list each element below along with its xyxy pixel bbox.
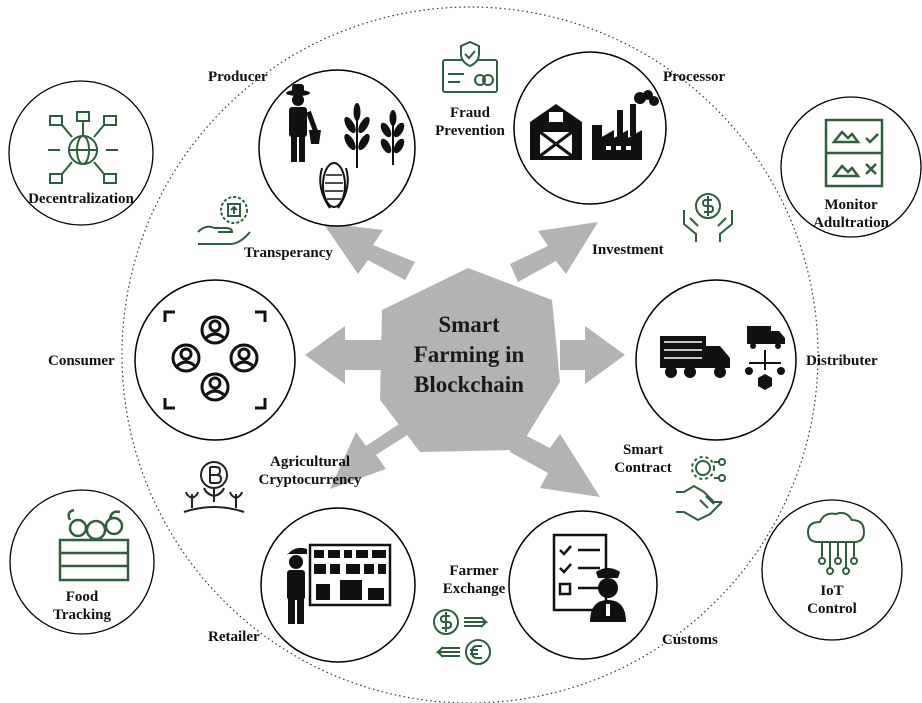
officer-icon xyxy=(590,568,626,622)
factory-icon xyxy=(592,90,659,160)
customs-label: Customs xyxy=(662,632,718,648)
agricultural-crypto-label: Agricultural Cryptocurrency xyxy=(248,453,372,489)
monitor-adulteration-label: Monitor Adultration xyxy=(801,196,901,232)
producer-label: Producer xyxy=(208,69,268,85)
center-title-line2: Farming in xyxy=(413,342,525,367)
processor-circle xyxy=(513,51,667,205)
smart-contract-icon xyxy=(676,456,726,522)
agricultural-crypto-line1: Agricultural xyxy=(270,454,350,470)
retailer-circle xyxy=(260,507,416,663)
retailer-label: Retailer xyxy=(208,629,260,645)
smart-contract-label: Smart Contract xyxy=(604,441,682,477)
distributer-label: Distributer xyxy=(806,353,878,369)
investment-label: Investment xyxy=(592,242,664,258)
consumer-group-icon xyxy=(163,310,267,410)
agricultural-crypto-line2: Cryptocurrency xyxy=(258,472,362,488)
monitor-adulteration-icon xyxy=(824,118,884,188)
monitor-line1: Monitor xyxy=(824,197,878,213)
iot-control-line1: IoT xyxy=(820,583,844,599)
store-shelf-icon xyxy=(308,543,392,607)
farmer-exchange-icon xyxy=(433,609,491,665)
arrow-to-processor xyxy=(510,222,598,282)
consumer-circle xyxy=(134,279,296,441)
food-tracking-icon xyxy=(58,508,130,582)
monitor-line2: Adultration xyxy=(813,215,889,231)
center-title: Smart Farming in Blockchain xyxy=(384,310,554,400)
food-circle xyxy=(9,489,155,635)
food-tracking-line2: Tracking xyxy=(52,607,112,623)
iot-control-line2: Control xyxy=(807,601,857,617)
wheat-icon xyxy=(344,103,405,168)
fraud-prevention-line1: Fraud xyxy=(449,105,490,121)
smart-contract-line1: Smart xyxy=(623,442,663,458)
food-tracking-label: Food Tracking xyxy=(42,588,122,624)
center-title-line1: Smart xyxy=(438,312,500,337)
farmer-exchange-label: Farmer Exchange xyxy=(434,562,514,598)
decentralization-icon xyxy=(48,111,118,184)
food-tracking-line1: Food xyxy=(65,589,99,605)
truck-icon xyxy=(660,336,730,378)
arrow-to-retailer xyxy=(330,422,412,489)
farmer-exchange-line2: Exchange xyxy=(442,581,506,597)
decentralization-label: Decentralization xyxy=(28,191,134,207)
barn-icon xyxy=(530,104,582,160)
farmer-exchange-line1: Farmer xyxy=(449,563,499,579)
arrow-to-customs xyxy=(510,430,600,497)
arrow-to-consumer xyxy=(305,326,385,384)
farmer-icon xyxy=(286,84,321,162)
corn-icon xyxy=(319,162,349,209)
outer-dotted-ring xyxy=(121,6,819,703)
transparency-label: Transperancy xyxy=(244,245,333,261)
agricultural-crypto-icon xyxy=(183,461,245,513)
fraud-prevention-icon xyxy=(442,40,498,93)
iot-control-label: IoT Control xyxy=(792,582,872,618)
smart-contract-line2: Contract xyxy=(614,460,672,476)
fraud-prevention-line2: Prevention xyxy=(435,123,505,139)
arrow-to-distributer xyxy=(560,326,625,384)
consumer-label: Consumer xyxy=(48,353,115,369)
investment-icon xyxy=(683,193,733,242)
central-hub xyxy=(380,268,560,452)
monitor-circle xyxy=(780,96,922,238)
hub-arrows xyxy=(305,222,625,497)
iot-control-icon xyxy=(806,511,866,575)
fraud-prevention-label: Fraud Prevention xyxy=(428,104,512,140)
processor-label: Processor xyxy=(663,69,726,85)
center-title-line3: Blockchain xyxy=(414,372,524,397)
arrow-to-producer xyxy=(323,223,415,280)
delivery-network-icon xyxy=(745,326,785,390)
shopkeeper-icon xyxy=(287,547,307,624)
transparency-icon xyxy=(197,196,251,245)
customs-circle xyxy=(508,510,658,660)
